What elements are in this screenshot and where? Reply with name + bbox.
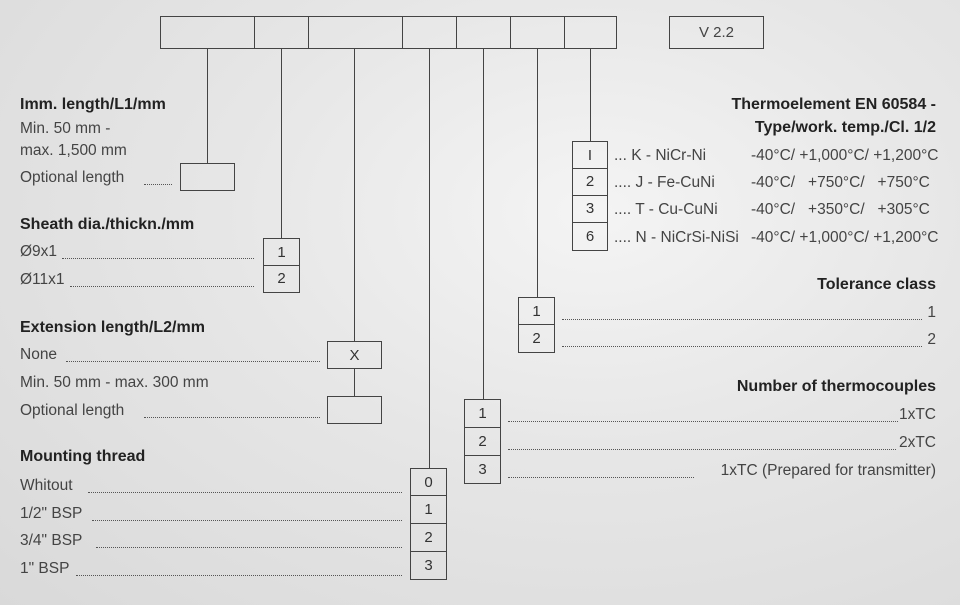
code-cell-3 xyxy=(308,16,403,49)
mounting-option-code[interactable]: 2 xyxy=(410,524,447,552)
code-cell-1 xyxy=(160,16,255,49)
code-cell-4 xyxy=(402,16,457,49)
sheath-option-label: Ø9x1 xyxy=(20,243,58,260)
thermoelement-option-temps: -40°C/ +1,000°C/ +1,200°C xyxy=(751,147,939,164)
dotted-leader xyxy=(66,361,320,362)
extension-none-label: None xyxy=(20,346,58,363)
sheath-option-code[interactable]: 1 xyxy=(263,238,300,266)
dotted-leader xyxy=(88,492,402,493)
mounting-option-label: 1/2" BSP xyxy=(20,505,83,522)
code-cell-6 xyxy=(510,16,565,49)
thermocouples-option-label: 1xTC xyxy=(898,406,936,423)
dotted-leader xyxy=(508,477,694,478)
mounting-option-label: Whitout xyxy=(20,477,73,494)
extension-optional-label: Optional length xyxy=(20,402,125,419)
dotted-leader xyxy=(96,547,402,548)
imm-length-optional-label: Optional length xyxy=(20,169,125,186)
imm-length-min: Min. 50 mm - xyxy=(20,120,111,137)
connector-thermoelement xyxy=(590,49,591,141)
extension-range-label: Min. 50 mm - max. 300 mm xyxy=(20,374,209,391)
sheath-heading: Sheath dia./thickn./mm xyxy=(20,216,195,233)
tolerance-option-label: 2 xyxy=(927,331,936,348)
thermoelement-option-code[interactable]: 2 xyxy=(572,168,608,196)
extension-none-code[interactable]: X xyxy=(327,341,382,369)
connector-sheath xyxy=(281,49,282,238)
extension-heading: Extension length/L2/mm xyxy=(20,319,205,336)
tolerance-heading: Tolerance class xyxy=(817,276,936,293)
thermoelement-option-type: .... J - Fe-CuNi xyxy=(614,174,715,191)
connector-extension-lower xyxy=(354,368,355,396)
thermoelement-option-type: .... N - NiCrSi-NiSi xyxy=(614,229,739,246)
extension-optional-box[interactable] xyxy=(327,396,382,424)
imm-length-optional-box[interactable] xyxy=(180,163,235,191)
thermoelement-option-type: .... T - Cu-CuNi xyxy=(614,201,718,218)
dotted-leader xyxy=(76,575,402,576)
imm-length-heading: Imm. length/L1/mm xyxy=(20,96,166,113)
thermocouples-option-label: 2xTC xyxy=(898,434,936,451)
sheath-option-code[interactable]: 2 xyxy=(263,265,300,293)
connector-mounting xyxy=(429,49,430,468)
code-cell-2 xyxy=(254,16,309,49)
imm-length-max: max. 1,500 mm xyxy=(20,142,127,159)
thermocouples-option-code[interactable]: 3 xyxy=(464,455,501,484)
mounting-heading: Mounting thread xyxy=(20,448,146,465)
mounting-option-code[interactable]: 3 xyxy=(410,552,447,580)
connector-extension xyxy=(354,49,355,341)
dotted-leader xyxy=(562,346,922,347)
connector-tolerance xyxy=(537,49,538,297)
thermoelement-subheading: Type/work. temp./Cl. 1/2 xyxy=(754,119,936,136)
thermoelement-option-temps: -40°C/ +750°C/ +750°C xyxy=(751,174,930,191)
dotted-leader xyxy=(92,520,402,521)
mounting-option-code[interactable]: 1 xyxy=(410,496,447,524)
code-cell-7 xyxy=(564,16,617,49)
dotted-leader xyxy=(508,449,896,450)
mounting-option-label: 1" BSP xyxy=(20,560,70,577)
tolerance-option-code[interactable]: 2 xyxy=(518,324,555,353)
version-badge: V 2.2 xyxy=(669,16,764,49)
mounting-option-label: 3/4" BSP xyxy=(20,532,83,549)
mounting-option-code[interactable]: 0 xyxy=(410,468,447,496)
dotted-leader xyxy=(562,319,922,320)
dotted-leader xyxy=(144,417,320,418)
thermoelement-option-type: ... K - NiCr-Ni xyxy=(614,147,707,164)
thermoelement-option-code[interactable]: 6 xyxy=(572,222,608,251)
connector-thermocouples xyxy=(483,49,484,400)
dotted-leader xyxy=(62,258,254,259)
thermocouples-option-code[interactable]: 2 xyxy=(464,427,501,456)
dotted-leader xyxy=(508,421,898,422)
tolerance-option-code[interactable]: 1 xyxy=(518,297,555,325)
thermoelement-option-temps: -40°C/ +1,000°C/ +1,200°C xyxy=(751,229,939,246)
code-cell-5 xyxy=(456,16,511,49)
dotted-leader xyxy=(144,184,172,185)
connector-imm-length xyxy=(207,49,208,164)
tolerance-option-label: 1 xyxy=(927,304,936,321)
dotted-leader xyxy=(70,286,254,287)
thermoelement-option-code[interactable]: 3 xyxy=(572,195,608,223)
thermocouples-option-label: 1xTC (Prepared for transmitter) xyxy=(720,462,936,479)
sheath-option-label: Ø11x1 xyxy=(20,271,65,288)
thermoelement-option-code[interactable]: I xyxy=(572,141,608,169)
thermoelement-heading: Thermoelement EN 60584 - xyxy=(731,96,936,113)
thermocouples-heading: Number of thermocouples xyxy=(736,378,936,395)
thermoelement-option-temps: -40°C/ +350°C/ +305°C xyxy=(751,201,930,218)
thermocouples-option-code[interactable]: 1 xyxy=(464,399,501,428)
